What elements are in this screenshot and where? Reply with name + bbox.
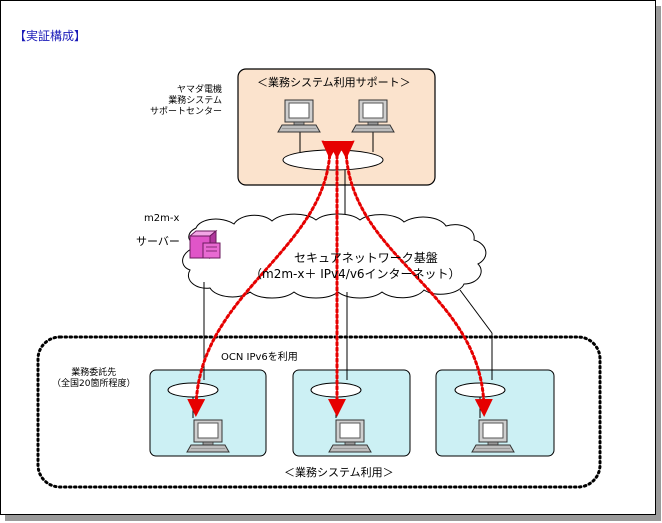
partner-hub-ellipse-right <box>454 382 506 398</box>
server-name: m2m-x <box>144 213 180 224</box>
page-title: 【実証構成】 <box>14 29 87 43</box>
support-box-title: ＜業務システム利用サポート＞ <box>257 76 411 89</box>
partner-label: 業務委託先 （全国20箇所程度） <box>52 368 135 390</box>
support-center-label: ヤマダ電機 業務システム サポートセンター <box>150 85 222 118</box>
arrow-right <box>336 140 493 417</box>
support-center-label-line: 業務システム <box>168 96 223 106</box>
ocn-label: OCN IPv6を利用 <box>221 352 298 363</box>
support-hub-ellipse <box>282 149 384 171</box>
support-center-label-line: ヤマダ電機 <box>177 85 223 95</box>
network-subtitle: （m2m-x＋ IPv4/v6インターネット） <box>250 267 461 281</box>
support-center-label-line: サポートセンター <box>150 107 223 117</box>
arrow-left <box>187 140 340 417</box>
network-name: セキュアネットワーク基盤 <box>294 251 438 265</box>
partner-bottom-title: ＜業務システム利用＞ <box>284 466 394 479</box>
server-icon <box>188 229 221 260</box>
partner-hub-ellipse-left <box>167 382 219 398</box>
server-label: サーバー <box>136 235 180 248</box>
partner-label-line: 業務委託先 <box>71 368 117 378</box>
partner-label-line: （全国20箇所程度） <box>52 379 136 389</box>
